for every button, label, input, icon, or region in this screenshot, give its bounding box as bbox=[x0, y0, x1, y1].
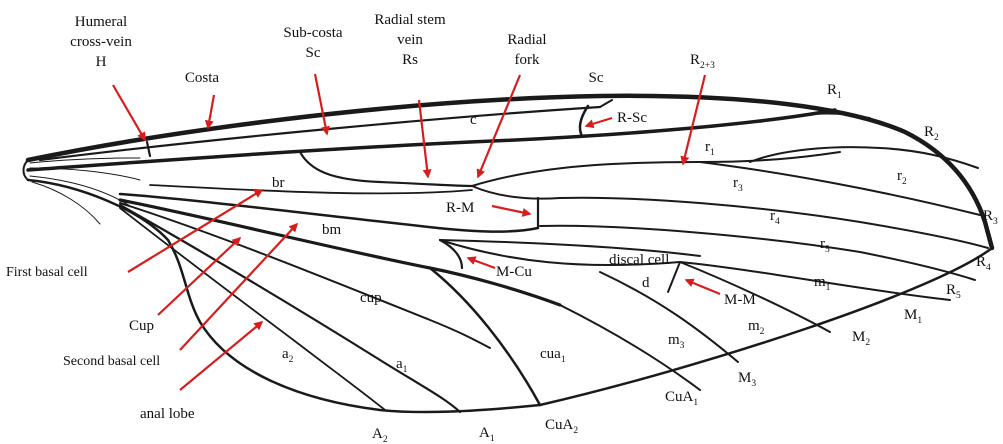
cell-r1-label: r1 bbox=[705, 139, 715, 158]
cua2-vein bbox=[430, 268, 540, 405]
vein-m3-label: M3 bbox=[738, 370, 756, 389]
cell-cua1-label: cua1 bbox=[540, 346, 566, 365]
vein-r4-label: R4 bbox=[976, 254, 991, 273]
vein-r5-label: R5 bbox=[946, 282, 961, 301]
cell-r3-label: r3 bbox=[733, 175, 743, 194]
radial-fork-label-line2: fork bbox=[515, 52, 540, 68]
cell-m3-label: m3 bbox=[668, 332, 685, 351]
vein-a1-label: A1 bbox=[479, 425, 495, 444]
cell-m1-label: m1 bbox=[814, 274, 831, 293]
arrow-r-sc bbox=[586, 118, 612, 126]
arrow-subcosta bbox=[315, 74, 327, 134]
r23-vein bbox=[472, 152, 840, 186]
rs-stem-vein bbox=[300, 152, 472, 186]
cell-r5-label: r5 bbox=[820, 236, 830, 255]
arrow-radial-fork bbox=[478, 75, 520, 177]
vein-m2-label: M2 bbox=[852, 329, 870, 348]
r45-vein bbox=[472, 186, 988, 248]
r23-label: R2+3 bbox=[690, 52, 715, 71]
r-sc-label: R-Sc bbox=[617, 110, 647, 126]
m-cu-label: M-Cu bbox=[496, 264, 532, 280]
vein-a2-label: A2 bbox=[372, 426, 388, 444]
humeral-label-line1: Humeral bbox=[75, 14, 127, 30]
cell-br-label: br bbox=[272, 175, 285, 191]
arrow-first-basal-cell bbox=[128, 190, 262, 272]
first-basal-cell-label: First basal cell bbox=[6, 265, 88, 280]
costa-label: Costa bbox=[185, 70, 220, 86]
m-m-cross-vein bbox=[668, 262, 680, 292]
br-cell-line bbox=[150, 185, 472, 193]
vein-m1-label: M1 bbox=[904, 307, 922, 326]
vein-r2-label: R2 bbox=[924, 124, 939, 143]
m-m-label: M-M bbox=[724, 292, 756, 308]
cell-d-label: d bbox=[642, 275, 650, 291]
cup-callout-label: Cup bbox=[129, 318, 154, 334]
arrow-m-cu bbox=[468, 258, 495, 268]
second-basal-cell-label: Second basal cell bbox=[63, 354, 160, 369]
arrow-r-m bbox=[492, 206, 530, 214]
radial-fork-label-line1: Radial bbox=[507, 32, 546, 48]
humeral-cross-vein bbox=[147, 142, 150, 156]
wing-outline bbox=[24, 96, 993, 412]
arrow-second-basal-cell bbox=[180, 224, 297, 350]
cell-labels: c br bm cup a2 a1 cua1 r1 r2 r3 r4 r5 m1… bbox=[272, 112, 907, 375]
veins bbox=[28, 100, 988, 412]
subcosta-label-line1: Sub-costa bbox=[283, 25, 343, 41]
cup-vein bbox=[120, 203, 490, 348]
vein-cua1-label: CuA1 bbox=[665, 389, 698, 408]
vein-cua2-label: CuA2 bbox=[545, 417, 578, 436]
a2-vein bbox=[120, 208, 385, 410]
costa-vein bbox=[28, 96, 992, 248]
arrow-anal-lobe bbox=[180, 322, 262, 390]
cell-a2-label: a2 bbox=[282, 346, 294, 365]
anal-lobe-label: anal lobe bbox=[140, 406, 195, 422]
m3-vein bbox=[600, 272, 738, 362]
cell-cup-label: cup bbox=[360, 290, 382, 306]
r-m-label: R-M bbox=[446, 200, 474, 216]
posterior-margin bbox=[28, 180, 992, 412]
r-sc-cross-vein bbox=[580, 106, 588, 136]
arrow-r23 bbox=[683, 75, 705, 164]
radial-stem-label-line2: vein bbox=[397, 32, 423, 48]
radial-stem-label-line3: Rs bbox=[402, 52, 418, 68]
arrow-m-m bbox=[686, 280, 720, 294]
subcosta-label-line2: Sc bbox=[306, 45, 321, 61]
humeral-label-line2: cross-vein bbox=[70, 34, 132, 50]
arrow-costa bbox=[208, 95, 214, 128]
cell-bm-label: bm bbox=[322, 222, 342, 238]
sc-tip bbox=[600, 100, 612, 107]
arrow-radial-stem bbox=[419, 100, 428, 177]
sc-margin-label: Sc bbox=[589, 70, 604, 86]
vein-r1-label: R1 bbox=[827, 82, 842, 101]
cell-c-label: c bbox=[470, 112, 477, 128]
discal-cell-label: discal cell bbox=[609, 252, 669, 268]
cell-r2-label: r2 bbox=[897, 168, 907, 187]
humeral-label-line3: H bbox=[96, 54, 107, 70]
arrow-humeral bbox=[113, 85, 145, 140]
radial-stem-label-line1: Radial stem bbox=[374, 12, 446, 28]
cell-m2-label: m2 bbox=[748, 318, 765, 337]
